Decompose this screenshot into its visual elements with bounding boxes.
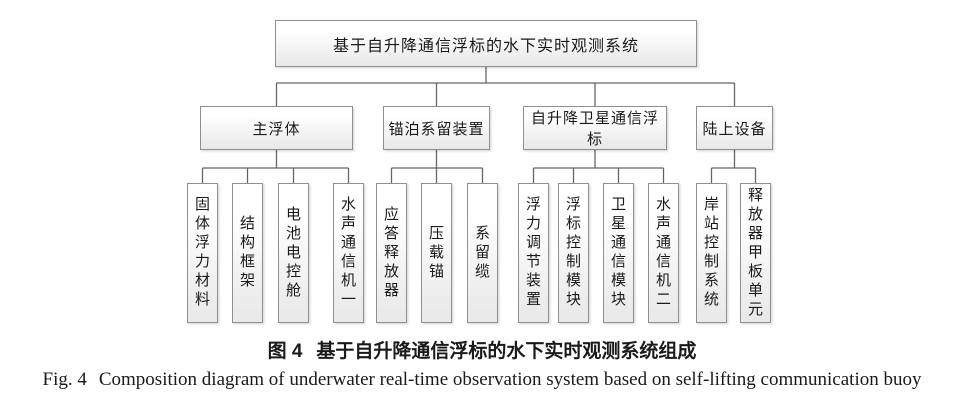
node-label: 基于自升降通信浮标的水下实时观测系统 [332,37,639,55]
node-shore-equipment: 陆上设备 [696,106,773,150]
node-mooring-device: 锚泊系留装置 [383,106,490,150]
node-label: 结构框架 [239,216,255,289]
node-releaser-deck-unit: 释放器甲板单元 [740,183,771,323]
node-shore-station-control-system: 岸站控制系统 [696,183,727,323]
node-buoy-control-module: 浮标控制模块 [558,183,589,323]
node-lifting-satellite-buoy: 自升降卫星通信浮标 [523,106,667,150]
node-mooring-cable: 系留缆 [467,183,498,323]
node-label: 卫星通信模块 [610,197,626,308]
caption-zh-tag: 图 4 [267,341,303,362]
node-label: 电池电控舱 [285,206,301,299]
node-main-float-body: 主浮体 [200,106,353,150]
node-label: 浮力调节装置 [525,197,541,308]
node-label: 水声通信机二 [655,197,671,308]
node-label: 陆上设备 [702,121,767,138]
node-ballast-anchor: 压载锚 [421,183,452,323]
node-acoustic-modem-2: 水声通信机二 [648,183,679,323]
node-solid-buoyancy-material: 固体浮力材料 [187,183,218,323]
node-label: 锚泊系留装置 [388,121,485,138]
figure-caption-en: Fig. 4 Composition diagram of underwater … [0,368,964,392]
node-acoustic-modem-1: 水声通信机一 [333,183,364,323]
node-transponder-releaser: 应答释放器 [376,183,407,323]
figure-caption-zh: 图 4 基于自升降通信浮标的水下实时观测系统组成 [0,340,964,364]
node-label: 固体浮力材料 [194,197,210,308]
node-buoyancy-adjust-device: 浮力调节装置 [518,183,549,323]
node-label: 水声通信机一 [340,197,356,308]
node-system-root: 基于自升降通信浮标的水下实时观测系统 [275,20,697,67]
caption-en-text: Composition diagram of underwater real-t… [98,369,922,390]
caption-zh-text: 基于自升降通信浮标的水下实时观测系统组成 [316,341,697,362]
node-label: 释放器甲板单元 [747,187,763,318]
node-label: 压载锚 [428,225,444,280]
node-label: 应答释放器 [383,206,399,299]
node-label: 浮标控制模块 [565,197,581,308]
caption-en-tag: Fig. 4 [42,369,87,390]
node-structural-frame: 结构框架 [232,183,263,323]
node-label: 自升降卫星通信浮标 [530,111,659,148]
node-label: 岸站控制系统 [703,197,719,308]
node-label: 主浮体 [252,121,301,138]
node-battery-control-cabin: 电池电控舱 [278,183,309,323]
node-satellite-comm-module: 卫星通信模块 [603,183,634,323]
node-label: 系留缆 [474,225,490,280]
